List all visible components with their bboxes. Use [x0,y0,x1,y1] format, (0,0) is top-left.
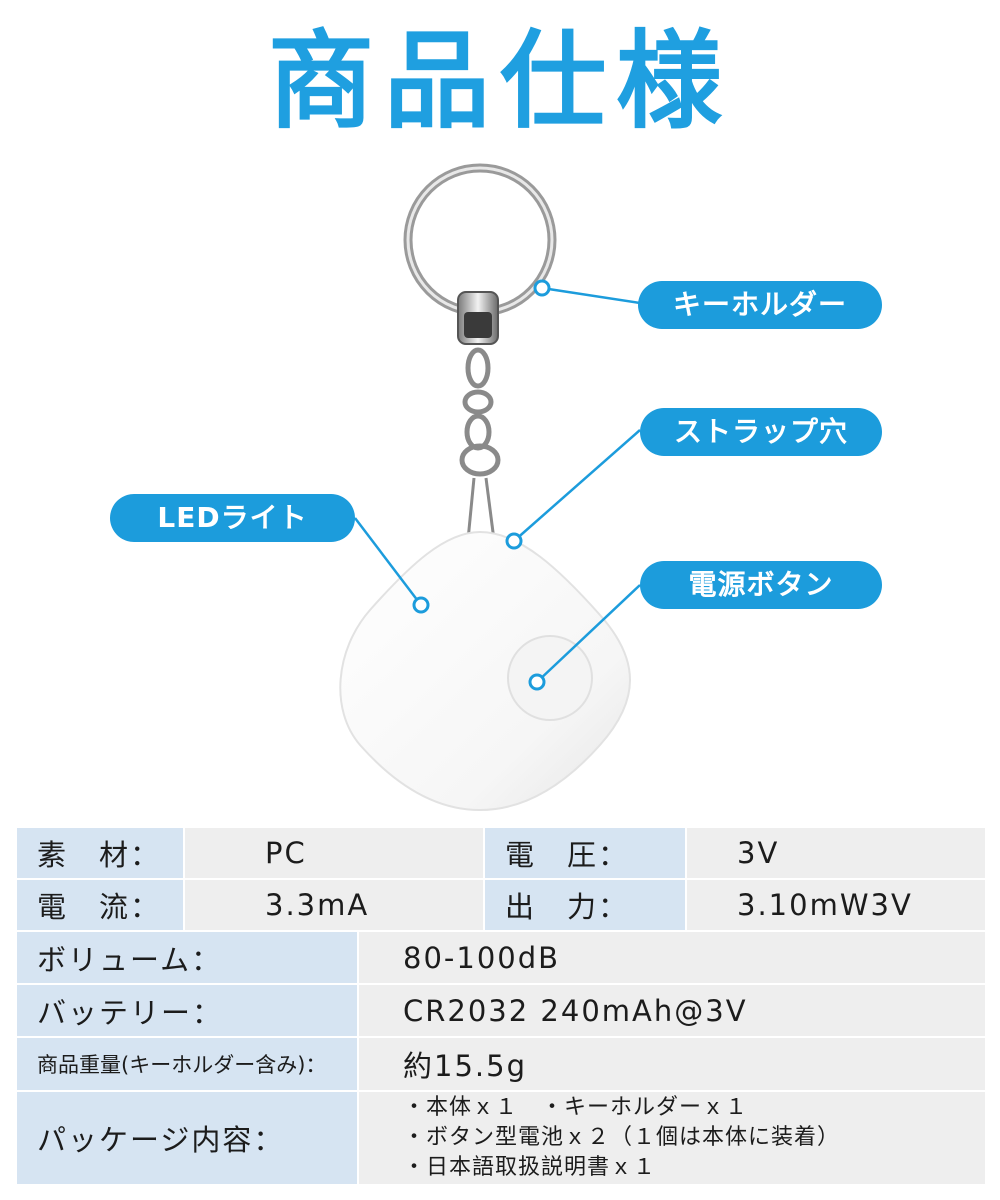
weight-label: 商品重量(キーホルダー含み)： [15,1036,359,1092]
chain [459,347,501,541]
spec-table: 素 材： PC 電 圧： 3V 電 流： 3.3mA 出 力： 3.10mW3V… [15,826,987,1186]
output-label: 出 力： [483,878,687,932]
package-item: ・ボタン型電池ｘ２（１個は本体に装着） [403,1125,841,1150]
callout-lines [354,286,641,683]
page-title: 商品仕様 [268,20,732,143]
package-item: ・日本語取扱説明書ｘ１ [403,1155,657,1180]
voltage-label: 電 圧： [483,826,687,880]
battery-value: CR2032 240mAh@3V [357,983,987,1038]
output-value: 3.10mW3V [685,878,987,932]
current-label: 電 流： [15,878,185,932]
tracker-body [339,530,631,812]
callout-dots [412,279,551,691]
material-label: 素 材： [15,826,185,880]
callout-led-light: LEDライト [110,494,355,542]
spec-row: パッケージ内容： ・本体ｘ１ ・キーホルダーｘ１ ・ボタン型電池ｘ２（１個は本体… [15,1090,987,1186]
package-label: パッケージ内容： [15,1090,359,1186]
callout-power-button: 電源ボタン [640,561,882,609]
volume-label: ボリューム： [15,930,359,985]
spec-row: 電 流： 3.3mA 出 力： 3.10mW3V [15,878,987,932]
product-illustration [339,163,641,812]
current-value: 3.3mA [183,878,485,932]
callout-keyholder: キーホルダー [638,281,882,329]
voltage-value: 3V [685,826,987,880]
spec-row: 素 材： PC 電 圧： 3V [15,826,987,880]
spec-row: バッテリー： CR2032 240mAh@3V [15,983,987,1038]
package-contents: ・本体ｘ１ ・キーホルダーｘ１ ・ボタン型電池ｘ２（１個は本体に装着） ・日本語… [357,1090,987,1186]
spec-row: 商品重量(キーホルダー含み)： 約15.5g [15,1036,987,1092]
material-value: PC [183,826,485,880]
callout-strap-hole: ストラップ穴 [640,408,882,456]
weight-value: 約15.5g [357,1036,987,1092]
battery-label: バッテリー： [15,983,359,1038]
package-item: ・本体ｘ１ ・キーホルダーｘ１ [403,1095,749,1120]
volume-value: 80-100dB [357,930,987,985]
key-ring [403,163,557,317]
spec-row: ボリューム： 80-100dB [15,930,987,985]
key-clasp [457,291,499,345]
